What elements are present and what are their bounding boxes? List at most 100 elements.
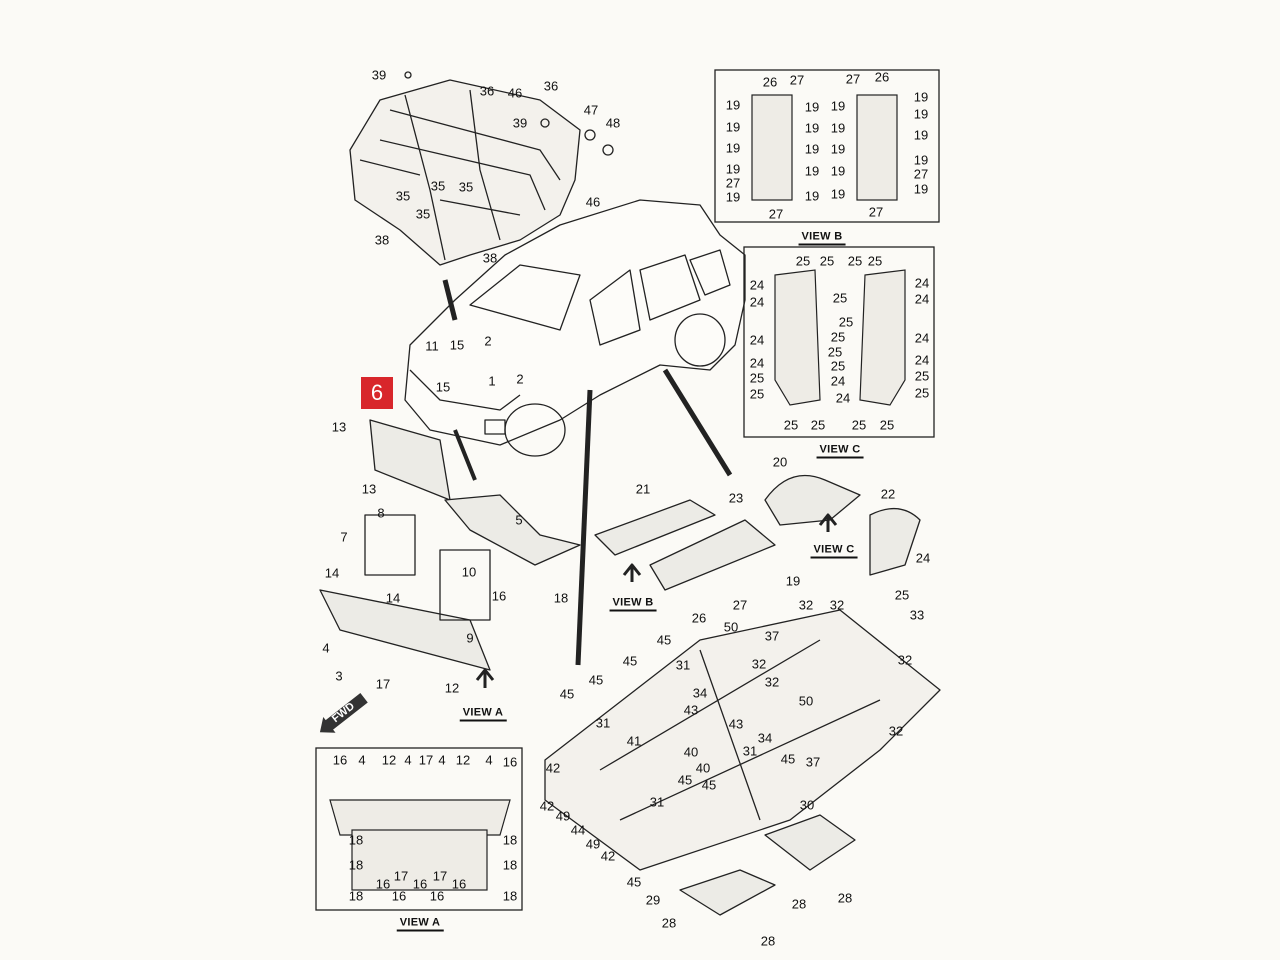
- part-number-label: 17: [418, 752, 434, 768]
- part-number-label: 26: [874, 69, 890, 85]
- part-number-label: 27: [789, 72, 805, 88]
- part-number-label: 46: [507, 85, 523, 101]
- part-number-label: 13: [331, 419, 347, 435]
- part-number-label: 15: [449, 337, 465, 353]
- part-number-label: 24: [914, 330, 930, 346]
- part-number-label: 25: [749, 370, 765, 386]
- part-number-label: 25: [830, 329, 846, 345]
- part-number-label: 18: [348, 888, 364, 904]
- part-number-label: 19: [913, 127, 929, 143]
- part-number-label: 24: [915, 550, 931, 566]
- view-c-panel: [743, 246, 935, 438]
- part-number-label: 45: [626, 874, 642, 890]
- part-number-label: 31: [649, 794, 665, 810]
- part-number-label: 12: [455, 752, 471, 768]
- part-number-label: 19: [785, 573, 801, 589]
- part-number-label: 19: [913, 106, 929, 122]
- part-number-label: 19: [804, 99, 820, 115]
- part-number-label: 16: [412, 876, 428, 892]
- part-number-label: 50: [798, 693, 814, 709]
- part-number-label: 33: [909, 607, 925, 623]
- part-number-label: 45: [677, 772, 693, 788]
- part-number-label: 4: [358, 752, 366, 768]
- part-number-label: 25: [847, 253, 863, 269]
- part-number-label: 36: [543, 78, 559, 94]
- part-number-label: 25: [914, 385, 930, 401]
- part-number-label: 34: [692, 685, 708, 701]
- part-number-label: 32: [888, 723, 904, 739]
- part-number-label: 25: [749, 386, 765, 402]
- part-number-label: 4: [404, 752, 412, 768]
- part-number-label: 16: [391, 888, 407, 904]
- part-number-label: 44: [570, 822, 586, 838]
- part-number-label: 48: [605, 115, 621, 131]
- part-number-label: 25: [838, 314, 854, 330]
- part-number-label: 3: [335, 668, 343, 684]
- part-number-label: 26: [762, 74, 778, 90]
- part-number-label: 36: [479, 83, 495, 99]
- part-number-label: 16: [332, 752, 348, 768]
- part-number-label: 40: [683, 744, 699, 760]
- part-number-label: 19: [725, 97, 741, 113]
- part-number-label: 15: [435, 379, 451, 395]
- part-number-label: 35: [430, 178, 446, 194]
- part-number-label: 19: [725, 161, 741, 177]
- part-number-label: 22: [880, 486, 896, 502]
- part-number-label: 16: [491, 588, 507, 604]
- part-number-label: 20: [772, 454, 788, 470]
- part-number-label: 39: [371, 67, 387, 83]
- part-number-label: 39: [512, 115, 528, 131]
- part-number-label: 24: [835, 390, 851, 406]
- part-number-label: 40: [695, 760, 711, 776]
- part-number-label: 25: [810, 417, 826, 433]
- part-number-label: 25: [867, 253, 883, 269]
- part-number-label: 19: [725, 119, 741, 135]
- part-number-label: 42: [545, 760, 561, 776]
- view-b-caption-panel: VIEW B: [798, 231, 846, 246]
- front-structure-drawing: [349, 71, 614, 266]
- forward-arrow: FWD: [312, 688, 373, 742]
- wheel-liner-22-drawing: [869, 508, 921, 576]
- part-number-label: 24: [749, 277, 765, 293]
- part-number-label: 2: [484, 333, 492, 349]
- part-number-label: 25: [783, 417, 799, 433]
- view-c-caption-panel: VIEW C: [816, 444, 864, 459]
- part-number-label: 43: [728, 716, 744, 732]
- part-number-label: 42: [539, 798, 555, 814]
- part-number-label: 34: [757, 730, 773, 746]
- part-number-label: 24: [749, 355, 765, 371]
- floor-cover-23-drawing: [649, 519, 776, 591]
- part-number-label: 43: [683, 702, 699, 718]
- part-number-label: 27: [868, 204, 884, 220]
- part-number-label: 24: [749, 294, 765, 310]
- part-number-label: 50: [723, 619, 739, 635]
- part-number-label: 4: [438, 752, 446, 768]
- part-number-label: 28: [760, 933, 776, 949]
- part-number-label: 9: [466, 630, 474, 646]
- heat-shield-29-drawing: [679, 869, 776, 916]
- vehicle-body-drawing: [404, 199, 746, 457]
- part-number-label: 32: [829, 597, 845, 613]
- part-number-label: 14: [324, 565, 340, 581]
- part-number-label: 45: [559, 686, 575, 702]
- part-number-label: 45: [701, 777, 717, 793]
- part-number-label: 5: [515, 512, 523, 528]
- part-number-label: 24: [749, 332, 765, 348]
- part-number-label: 19: [804, 163, 820, 179]
- part-number-label: 37: [764, 628, 780, 644]
- part-number-label: 29: [645, 892, 661, 908]
- part-number-label: 14: [385, 590, 401, 606]
- part-number-label: 25: [879, 417, 895, 433]
- part-number-label: 11: [425, 338, 439, 354]
- part-number-label: 8: [377, 505, 385, 521]
- part-number-label: 18: [502, 832, 518, 848]
- part-number-label: 31: [675, 657, 691, 673]
- callout-badge[interactable]: 6: [361, 377, 393, 409]
- part-number-label: 25: [795, 253, 811, 269]
- part-number-label: 49: [555, 808, 571, 824]
- underbody-drawing: [544, 609, 941, 871]
- view-b-caption-bottom: VIEW B: [609, 597, 657, 612]
- lower-cover-drawing: [444, 494, 581, 566]
- part-number-label: 19: [804, 120, 820, 136]
